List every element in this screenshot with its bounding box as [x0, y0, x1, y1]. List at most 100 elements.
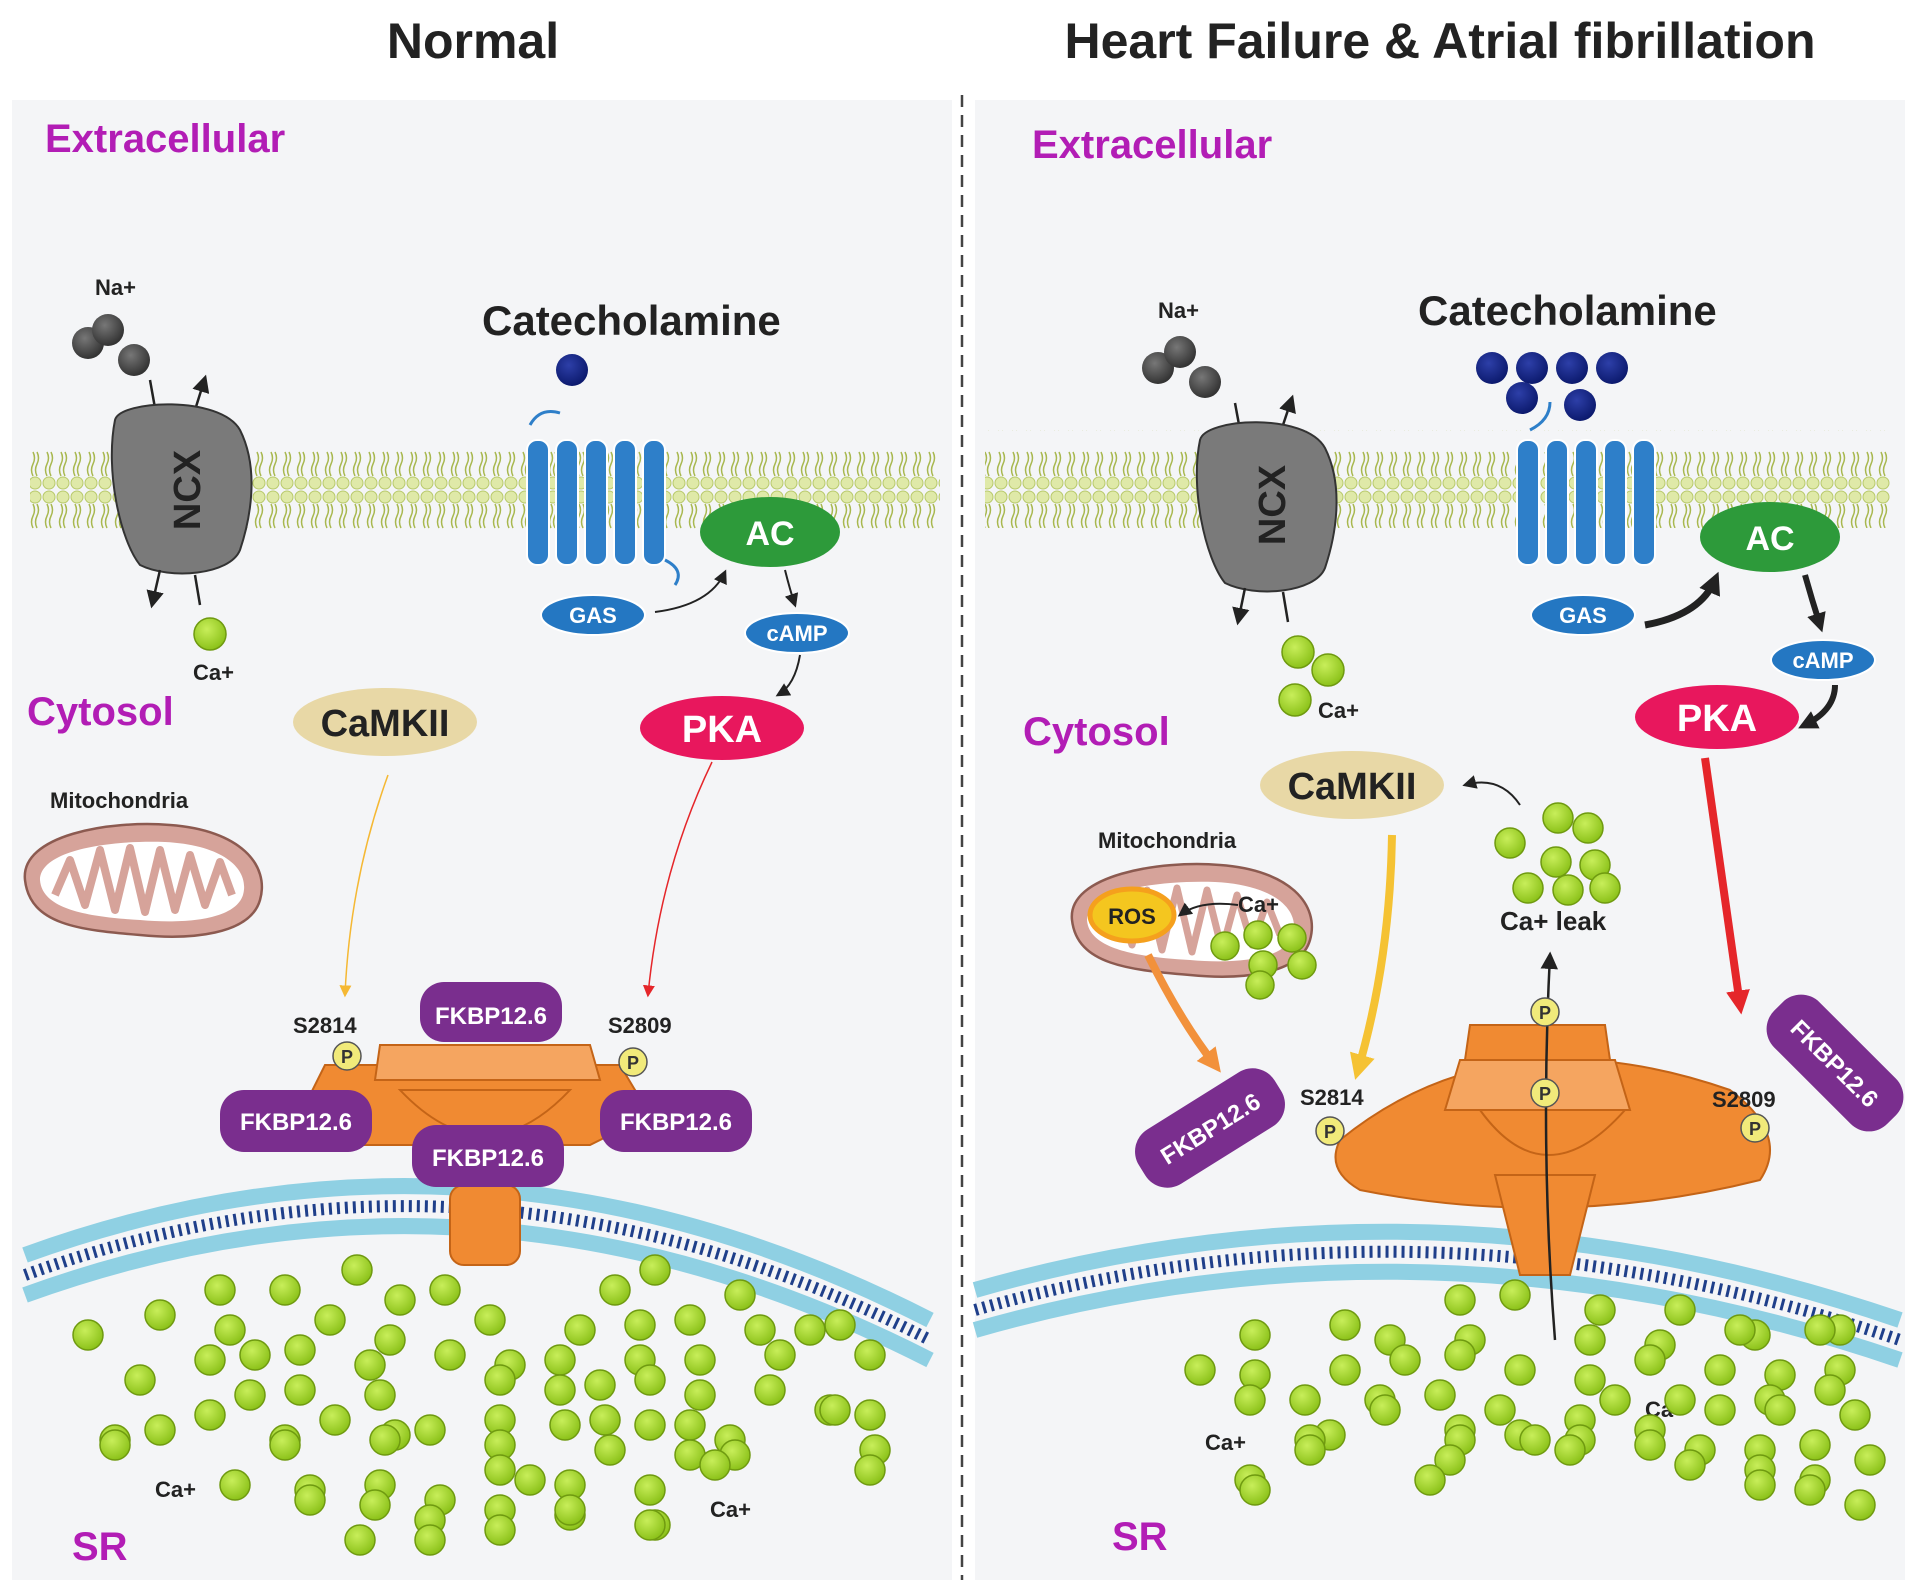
- camp-molecule: [744, 612, 850, 654]
- ros-spot: [1087, 886, 1177, 944]
- phospho-channel-top: P: [1530, 997, 1560, 1027]
- ryr2-channel-open: [1334, 1024, 1771, 1276]
- ca-ion: [634, 1364, 666, 1396]
- ca-ion: [1414, 1464, 1446, 1496]
- ca-ion: [344, 1524, 376, 1556]
- left-panel: Extracellular Cytosol SR Na+ NCX Ca+ Cat…: [22, 117, 940, 1569]
- ca-ion: [1574, 1324, 1606, 1356]
- ca-ion: [1287, 950, 1317, 980]
- ca-ion: [434, 1339, 466, 1371]
- ca-ion: [1552, 874, 1584, 906]
- sr-membrane-tails: [973, 1245, 1902, 1346]
- phospho-s2814: P: [1315, 1116, 1345, 1146]
- phospho-s2809: P: [618, 1047, 648, 1077]
- ros-to-fkbp-arrow: [1144, 953, 1221, 1073]
- ca-ion: [234, 1379, 266, 1411]
- ca-ion: [754, 1374, 786, 1406]
- leaked-calcium: [1494, 802, 1621, 906]
- na-label: Na+: [1158, 298, 1199, 323]
- p-label: P: [341, 1047, 353, 1067]
- ca-ion: [1634, 1344, 1666, 1376]
- ca-to-ros-arrow: [1177, 902, 1239, 917]
- beta-adrenergic-receptor: [526, 410, 680, 586]
- ca-ion: [1245, 970, 1275, 1000]
- ca-ion: [854, 1339, 886, 1371]
- ca-ion: [1210, 931, 1240, 961]
- ca-ion: [1239, 1319, 1271, 1351]
- leak-to-camkii-arrow: [1462, 775, 1521, 806]
- ca-ion: [1854, 1444, 1886, 1476]
- ca-ion: [359, 1489, 391, 1521]
- ca-ion: [1804, 1314, 1836, 1346]
- ca-ion: [1572, 812, 1604, 844]
- p-label: P: [1539, 1003, 1551, 1023]
- ca-ion: [824, 1309, 856, 1341]
- gas-protein: [1530, 594, 1636, 636]
- camkii-to-s2814-arrow: [339, 774, 389, 998]
- ca-ion: [484, 1514, 516, 1546]
- camkii-kinase: [293, 688, 477, 756]
- fkbp-label: FKBP12.6: [435, 1003, 547, 1030]
- ca-ion: [634, 1474, 666, 1506]
- ca-ion: [484, 1364, 516, 1396]
- pka-to-s2809-arrow: [1701, 757, 1750, 1015]
- p-label: P: [1539, 1084, 1551, 1104]
- camkii-kinase: [1260, 751, 1444, 819]
- ca-ion: [744, 1314, 776, 1346]
- catecholamine-molecule: [1564, 389, 1596, 421]
- ca-ion: [794, 1314, 826, 1346]
- ca-ion: [634, 1409, 666, 1441]
- fkbp-left: FKBP12.6: [220, 1090, 372, 1152]
- sr-label: SR: [1112, 1515, 1168, 1559]
- pka-label: PKA: [682, 709, 762, 751]
- camkii-to-s2814-arrow: [1349, 834, 1396, 1080]
- ca-ion: [429, 1274, 461, 1306]
- ca-ion: [1540, 846, 1572, 878]
- ca-ion: [854, 1399, 886, 1431]
- na-ion: [1164, 336, 1196, 368]
- pka-kinase: [640, 696, 804, 760]
- ca-ion: [214, 1314, 246, 1346]
- ca-ion: [1844, 1489, 1876, 1521]
- ca-ion: [1184, 1354, 1216, 1386]
- ncx-label: NCX: [167, 449, 209, 530]
- ca-ion: [1311, 653, 1345, 687]
- right-panel: Extracellular Cytosol SR Na+ NCX Ca+ Cat…: [972, 123, 1904, 1559]
- ca-ion: [1281, 635, 1315, 669]
- sr-label: SR: [72, 1525, 128, 1569]
- ca-ion: [819, 1394, 851, 1426]
- ca-ion: [1484, 1394, 1516, 1426]
- ca-ion: [634, 1509, 666, 1541]
- mitochondria-label: Mitochondria: [1098, 828, 1237, 853]
- ca-ion: [1599, 1384, 1631, 1416]
- ca-ion: [144, 1299, 176, 1331]
- left-panel-title: Normal: [387, 13, 559, 69]
- ca-ion: [1724, 1314, 1756, 1346]
- gas-to-ac-arrow: [654, 569, 727, 613]
- p-label: P: [1749, 1119, 1761, 1139]
- camkii-label: CaMKII: [1288, 766, 1417, 808]
- ca-ion: [1294, 1434, 1326, 1466]
- ca-ion: [72, 1319, 104, 1351]
- ca-ion: [204, 1274, 236, 1306]
- p-label: P: [1324, 1122, 1336, 1142]
- ca-ion: [854, 1454, 886, 1486]
- ca-ion: [484, 1454, 516, 1486]
- ca-ion: [1424, 1379, 1456, 1411]
- ca-ion: [1289, 1384, 1321, 1416]
- ca-ion: [674, 1304, 706, 1336]
- phospho-s2809: P: [1740, 1113, 1770, 1143]
- ca-label: Ca+: [193, 660, 234, 685]
- ca-ion: [99, 1429, 131, 1461]
- ca-ion: [414, 1524, 446, 1556]
- gas-to-ac-arrow: [1644, 571, 1720, 629]
- ca-ion: [594, 1434, 626, 1466]
- ca-ion: [284, 1334, 316, 1366]
- camp-label: cAMP: [1792, 648, 1853, 673]
- phospho-channel-middle: P: [1530, 1078, 1560, 1108]
- sr-calcium-store: [1184, 1279, 1886, 1521]
- phospho-s2814: P: [332, 1041, 362, 1071]
- gas-label: GAS: [1559, 603, 1607, 628]
- s2814-label: S2814: [1300, 1085, 1364, 1110]
- ca-ion: [144, 1414, 176, 1446]
